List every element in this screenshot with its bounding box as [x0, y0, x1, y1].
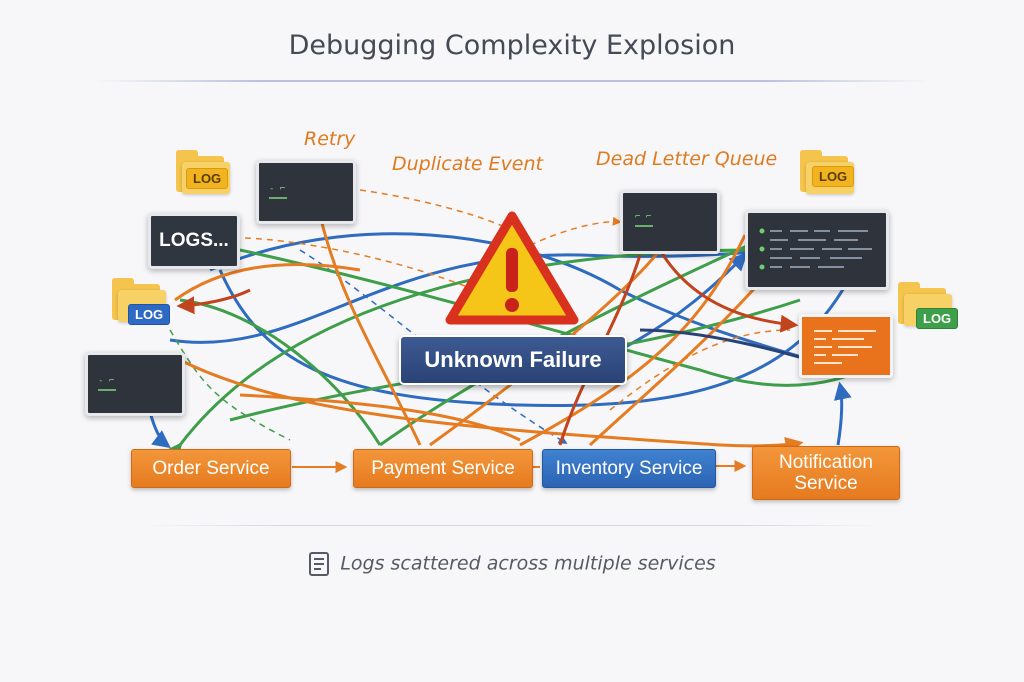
log-badge: LOG: [812, 166, 855, 187]
document-lines-icon: [814, 330, 876, 364]
terminal-window: - ⌐: [256, 160, 356, 224]
terminal-window: ⌐ ⌐: [620, 190, 720, 254]
svg-text:- ⌐: - ⌐: [98, 376, 114, 386]
unknown-failure-alert: Unknown Failure: [399, 335, 627, 385]
terminal-prompt-icon: ⌐ ⌐: [635, 212, 653, 227]
title-divider: [95, 80, 929, 82]
svg-text:- ⌐: - ⌐: [269, 184, 285, 194]
svg-text:⌐ ⌐: ⌐ ⌐: [635, 212, 651, 222]
error-log-document: [799, 314, 893, 378]
dead-letter-queue-label: Dead Letter Queue: [596, 148, 778, 170]
warning-icon: [445, 211, 579, 325]
service-flow-arrows: [292, 460, 747, 473]
retry-label: Retry: [304, 128, 356, 150]
order-service-node: Order Service: [131, 449, 291, 488]
payment-service-node: Payment Service: [353, 449, 533, 488]
logs-panel: LOGS...: [148, 213, 240, 269]
log-badge: LOG: [916, 308, 959, 329]
inventory-service-node: Inventory Service: [542, 449, 716, 488]
document-icon: [309, 552, 330, 576]
log-badge: LOG: [186, 168, 229, 189]
caption: Logs scattered across multiple services: [0, 551, 1024, 577]
duplicate-event-label: Duplicate Event: [392, 153, 543, 175]
orange-connections: [174, 189, 804, 455]
terminal-prompt-icon: - ⌐: [269, 184, 287, 199]
log-folder-icon: LOG: [176, 150, 232, 196]
terminal-window: - ⌐: [85, 352, 185, 416]
page-title: Debugging Complexity Explosion: [288, 30, 736, 61]
notification-service-node: Notification Service: [752, 446, 900, 500]
log-folder-icon: LOG: [898, 282, 959, 329]
terminal-prompt-icon: - ⌐: [98, 376, 116, 391]
log-folder-icon: LOG: [800, 150, 856, 196]
log-folder-icon: LOG: [112, 278, 171, 325]
log-badge: LOG: [128, 304, 171, 325]
caption-text: Logs scattered across multiple services: [340, 552, 716, 575]
caption-divider: [140, 525, 884, 526]
log-lines-icon: [759, 228, 872, 270]
log-stream-window: [745, 210, 889, 290]
